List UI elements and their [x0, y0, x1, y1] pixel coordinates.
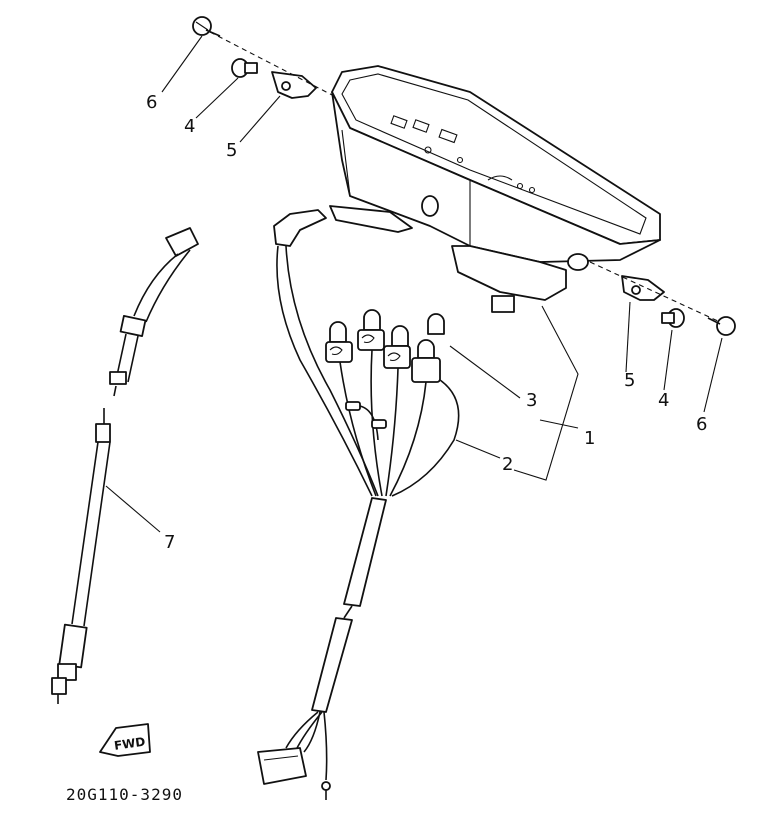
callout-4-left: 4 — [184, 116, 195, 137]
callout-5-left: 5 — [226, 140, 237, 161]
callout-7: 7 — [164, 532, 175, 553]
callout-6-left: 6 — [146, 92, 157, 113]
callout-1: 1 — [584, 428, 595, 449]
bracket-left — [271, 71, 317, 99]
callout-4-right: 4 — [658, 390, 669, 411]
callout-3: 3 — [526, 390, 537, 411]
bracket-right — [621, 275, 665, 301]
bulb-loose — [427, 313, 445, 335]
leader-lines — [105, 35, 723, 533]
bulb-sockets — [325, 309, 445, 383]
callout-2: 2 — [502, 454, 513, 475]
right-mounting-hardware — [589, 261, 736, 336]
drawing-code: 20G110-3290 — [66, 785, 183, 804]
bulb-socket-3 — [383, 325, 411, 369]
fwd-arrow: FWD — [99, 723, 151, 757]
speedometer-cable — [51, 227, 199, 704]
bulb-socket-2 — [357, 309, 385, 351]
callout-6-right: 6 — [696, 414, 707, 435]
bulb-socket-1 — [325, 321, 353, 363]
wire-harness — [257, 209, 460, 800]
grommet-left — [231, 58, 258, 78]
bulb-socket-4 — [411, 339, 441, 383]
fwd-label: FWD — [113, 735, 146, 753]
grommet-right — [661, 308, 685, 328]
left-mounting-hardware — [192, 16, 335, 99]
callout-labels: 6 4 5 3 1 2 5 4 6 7 — [146, 92, 707, 553]
callout-5-right: 5 — [624, 370, 635, 391]
screw-left — [192, 16, 221, 37]
screw-right — [707, 316, 736, 336]
meter-assembly — [329, 65, 661, 313]
